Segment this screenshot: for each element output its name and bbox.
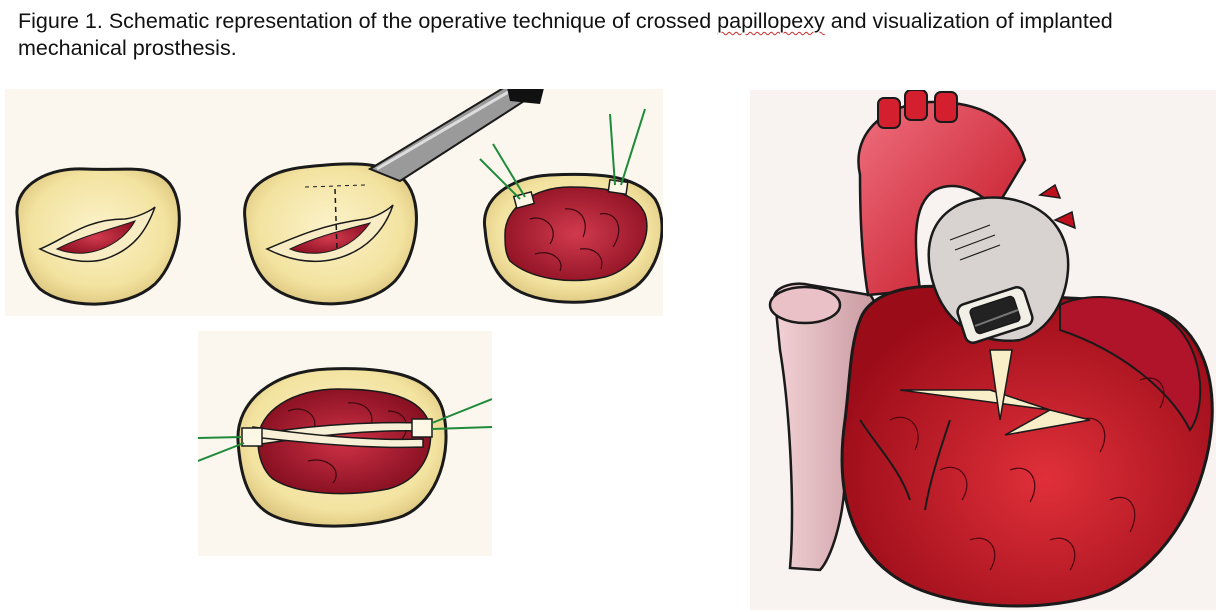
valve-sequence-illustration	[5, 89, 663, 316]
mechanical-prosthesis	[956, 285, 1034, 345]
caption-flagged-word: papillopexy	[717, 9, 825, 33]
crossed-papillopexy-illustration	[198, 331, 492, 556]
figure-caption: Figure 1. Schematic representation of th…	[18, 8, 1198, 62]
caption-text-after: and visualization of implanted mechanica…	[18, 9, 1113, 60]
incised-valve	[243, 162, 418, 306]
valve-sequence-drawing	[15, 89, 663, 306]
caption-text-before: Figure 1. Schematic representation of th…	[18, 9, 718, 33]
crossed-papillopexy-drawing	[198, 367, 492, 528]
heart-prosthesis-illustration	[750, 90, 1216, 610]
papillary-muscles	[859, 349, 1013, 511]
closed-valve	[15, 167, 181, 306]
heart-prosthesis-drawing	[768, 90, 1214, 608]
scalpel	[367, 89, 544, 183]
aorta	[857, 90, 1027, 297]
opened-valve-with-sutures	[479, 108, 663, 304]
heart-body	[840, 284, 1214, 608]
